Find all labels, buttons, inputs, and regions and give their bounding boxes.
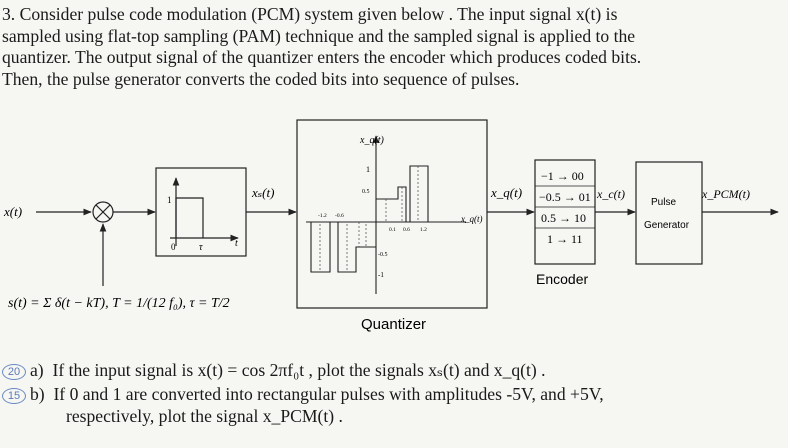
pulse-tau-label: τ	[199, 242, 203, 253]
points-badge: 20	[2, 364, 26, 380]
pulse-generator-line1: Pulse	[651, 197, 676, 208]
pulse-amplitude-label: 1	[167, 195, 172, 205]
sampled-signal-label: xₛ(t)	[251, 185, 274, 200]
coded-signal-label: x_c(t)	[596, 187, 625, 201]
question-text: If 0 and 1 are converted into rectangula…	[53, 384, 604, 404]
quantizer-ytick-1: 1	[366, 165, 370, 174]
question-text: If the input signal is x(t) = cos 2πf₀t …	[52, 360, 546, 380]
quantizer-ytick-neg0.5: -0.5	[378, 252, 388, 258]
problem-statement: 3. Consider pulse code modulation (PCM) …	[2, 4, 784, 90]
quantizer-xtick-1.2: 1.2	[420, 227, 427, 233]
pulse-t-label: t	[235, 238, 238, 249]
encoder-row-2: −0.5 → 01	[539, 190, 591, 204]
problem-line-4: Then, the pulse generator converts the c…	[2, 68, 520, 89]
quantizer-xtick-0.6: 0.6	[403, 227, 410, 233]
quantizer-xtick-neg1.2: -1.2	[318, 213, 327, 219]
encoder-title: Encoder	[536, 271, 588, 287]
problem-line-2: sampled using flat-top sampling (PAM) te…	[2, 25, 636, 46]
quantizer-ytick-neg1: -1	[378, 271, 384, 279]
quantizer-xtick-0.1: 0.1	[389, 227, 396, 233]
points-badge: 15	[2, 388, 26, 404]
input-signal-label: x(t)	[3, 204, 22, 219]
question-label: b)	[30, 384, 45, 404]
question-text: respectively, plot the signal x_PCM(t) .	[66, 406, 343, 426]
question-b-continued: respectively, plot the signal x_PCM(t) .	[66, 406, 343, 427]
quantizer-title: Quantizer	[361, 316, 426, 333]
problem-line-3: quantizer. The output signal of the quan…	[2, 47, 642, 67]
quantizer-ytick-0.5: 0.5	[362, 189, 370, 195]
problem-line-1: 3. Consider pulse code modulation (PCM) …	[2, 4, 618, 24]
pcm-signal-label: x_PCM(t)	[701, 187, 750, 201]
pcm-block-diagram: 1 0 τ t x_q(t) 1 0.5 -0.5 -1 -1.2 -0.6 0…	[3, 119, 779, 333]
quantizer-xtick-neg0.6: -0.6	[335, 213, 344, 219]
encoder-row-1: −1 → 00	[541, 169, 584, 183]
quantizer-inner-out-label: x_q(t)	[460, 214, 483, 224]
quantizer-ylabel: x_q(t)	[359, 135, 385, 146]
pulse-origin-label: 0	[171, 242, 176, 252]
pulse-generator-line2: Generator	[644, 220, 690, 231]
encoder-row-3: 0.5 → 10	[541, 211, 586, 225]
quantized-signal-label: x_q(t)	[490, 185, 522, 200]
sampling-formula: s(t) = Σ δ(t − kT), T = 1/(12 f₀), τ = T…	[8, 296, 230, 311]
encoder-row-4: 1 → 11	[547, 232, 583, 246]
question-label: a)	[30, 360, 44, 380]
problem-number: 3.	[2, 4, 16, 24]
